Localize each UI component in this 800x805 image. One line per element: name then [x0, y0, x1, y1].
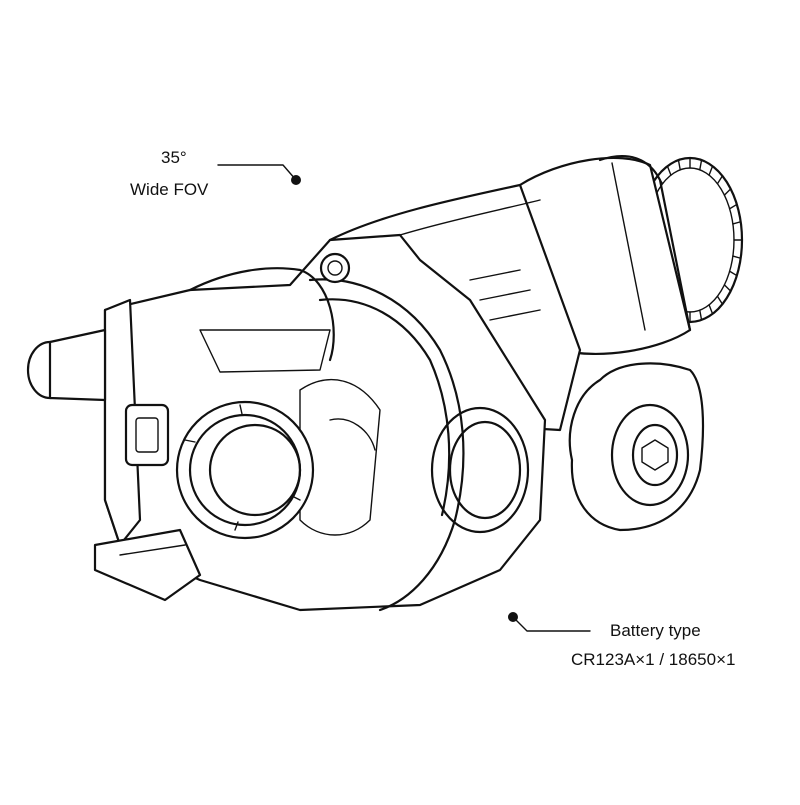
top-strap-ring: [308, 252, 465, 612]
knurl-ridge: [716, 295, 724, 305]
battery-spec-label: CR123A×1 / 18650×1: [571, 650, 736, 669]
knurl-ridge: [699, 159, 703, 171]
battery-type-label: Battery type: [610, 621, 701, 640]
knurl-ridge: [732, 221, 742, 225]
fov-leader: [217, 164, 301, 185]
left-cylinder-knob: [26, 328, 107, 402]
knurl-ridge: [723, 188, 732, 196]
fov-description-label: Wide FOV: [130, 180, 209, 199]
knurl-ridge: [716, 175, 724, 185]
battery-leader: [508, 612, 591, 632]
mount-foot: [93, 528, 202, 602]
knurl-ridge: [666, 165, 672, 176]
knurl-ridge: [708, 304, 714, 315]
knurl-ridge: [723, 284, 732, 292]
objective-lens: [175, 400, 315, 540]
fov-angle-label: 35°: [161, 148, 187, 167]
knurl-ridge: [699, 309, 703, 321]
knurl-ridge: [728, 270, 738, 277]
side-adjustment-knob: [568, 362, 705, 532]
secondary-window: [430, 406, 530, 534]
knurl-ridge: [732, 255, 742, 259]
knurl-ridge: [677, 159, 681, 171]
knurl-ridge: [708, 165, 714, 176]
knurl-ridge: [728, 203, 738, 210]
side-button: [124, 403, 170, 467]
